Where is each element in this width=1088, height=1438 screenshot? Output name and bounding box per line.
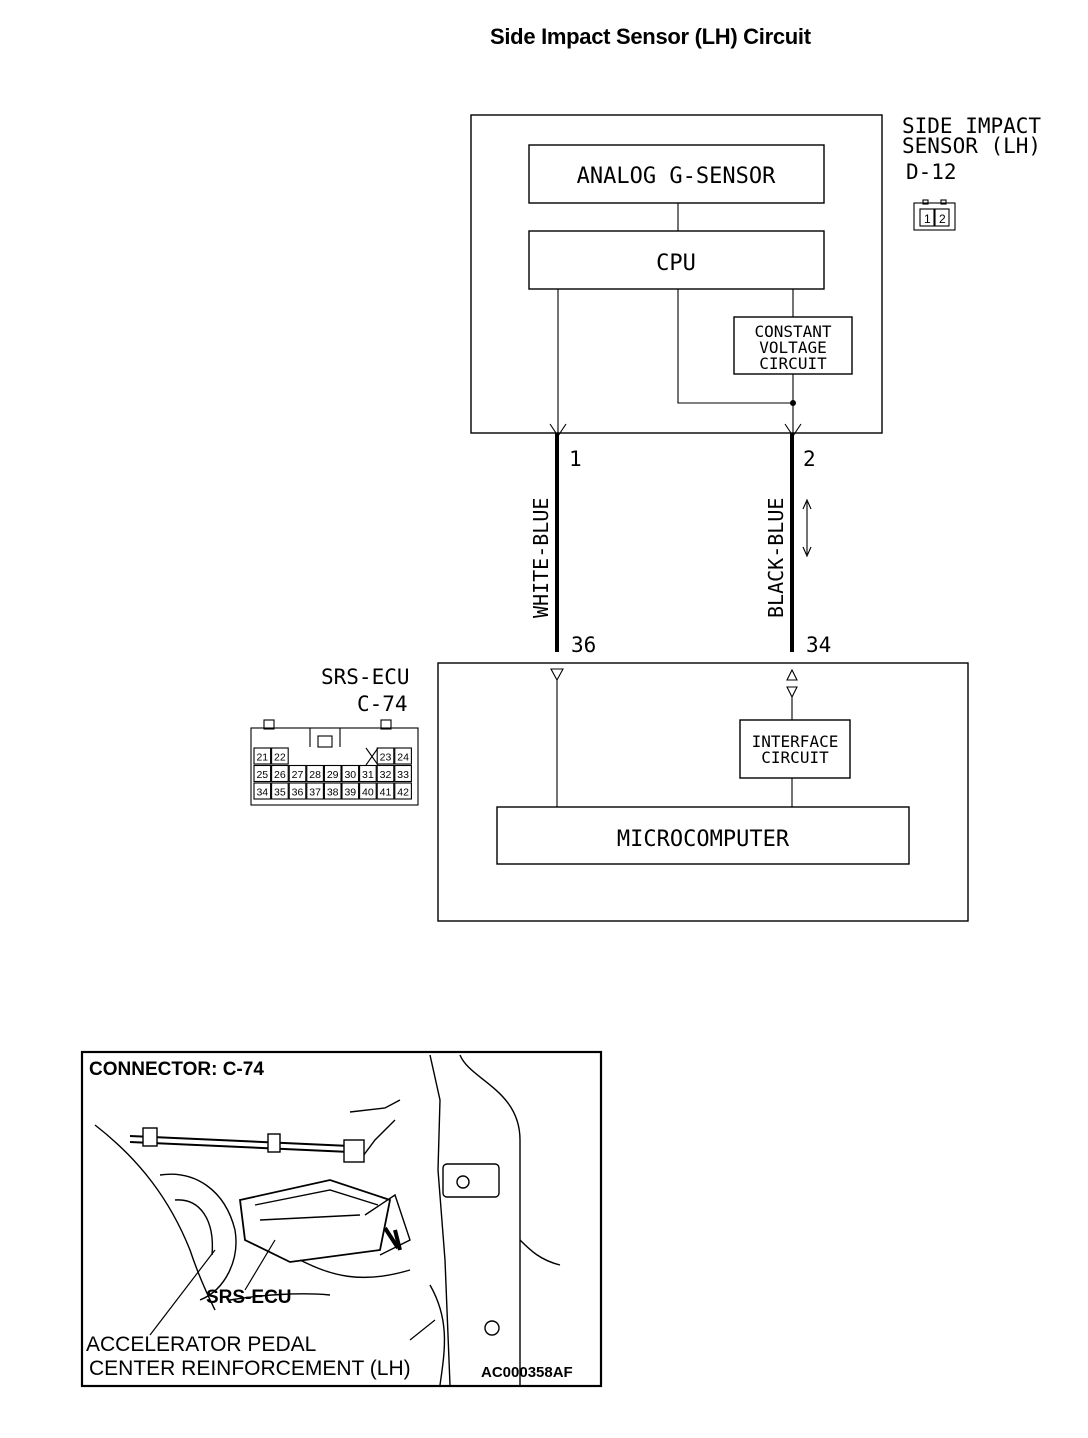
c74-pin-cell [394, 747, 412, 765]
c74-pin-cell [271, 747, 289, 765]
c74-pin-cell [376, 764, 395, 783]
c74-pin-number: 35 [274, 787, 286, 799]
c74-pin-cell [253, 782, 272, 800]
interface-circuit-block [739, 719, 851, 779]
c74-pin-cell [359, 782, 377, 800]
d12-connector-icon: 1 2 [913, 199, 956, 231]
c74-pin-number: 33 [397, 769, 409, 781]
ecu-name-label: SRS-ECU [321, 665, 410, 689]
photo-header: CONNECTOR: C-74 [89, 1059, 264, 1080]
sensor-pin-1-label: 1 [569, 447, 582, 471]
c74-pin-cell [288, 782, 307, 800]
c74-pin-number: 30 [344, 769, 356, 781]
bidirectional-arrow-icon [802, 498, 812, 558]
c74-pin-cell [306, 764, 324, 783]
c74-pin-cell [341, 764, 360, 783]
c74-pin-number: 22 [274, 752, 286, 764]
c74-connector-icon: 21 22 23 24 25 26 27 28 29 30 31 32 33 34 35 36 37 38 39 40… [250, 719, 419, 806]
ecu-pin-34-label: 34 [806, 633, 831, 657]
pin-34-marker-down [786, 686, 798, 699]
photo-label-srs-ecu: SRS-ECU [206, 1287, 292, 1308]
sensor-pin-2-label: 2 [803, 447, 816, 471]
photo-code: AC000358AF [481, 1364, 573, 1381]
pin-36-input-marker [550, 668, 564, 682]
sensor-name-line1: SIDE IMPACT [902, 114, 1041, 138]
c74-pin-cell [341, 782, 360, 800]
c74-pin-number: 32 [380, 769, 392, 781]
constant-voltage-line1: CONSTANT [754, 322, 831, 341]
srs-ecu-box [437, 662, 969, 922]
c74-pin-cell [306, 782, 324, 800]
c74-pin-cell [271, 782, 289, 800]
ecu-pin-36-label: 36 [571, 633, 596, 657]
c74-pin-number: 23 [380, 752, 392, 764]
c74-pin-number: 21 [256, 752, 268, 764]
c74-pin-number: 38 [327, 787, 339, 799]
c74-pin-cell [376, 747, 395, 765]
c74-pin-number: 36 [292, 787, 304, 799]
analog-g-sensor-label: ANALOG G-SENSOR [577, 164, 776, 189]
c74-pin-number: 29 [327, 769, 339, 781]
c74-pin-number: 27 [292, 769, 304, 781]
wire-color-black-blue: BLACK-BLUE [764, 498, 788, 618]
pin-34-marker-up [786, 668, 798, 681]
d12-pin-1: 1 [924, 212, 931, 226]
c74-pin-number: 39 [344, 787, 356, 799]
c74-pin-cell [271, 764, 289, 783]
photo-label-line1: ACCELERATOR PEDAL [86, 1333, 316, 1356]
c74-pin-number: 37 [309, 787, 321, 799]
ecu-connector-label: C-74 [357, 692, 408, 716]
c74-pin-number: 26 [274, 769, 286, 781]
c74-pin-number: 24 [397, 752, 409, 764]
c74-pin-cell [253, 747, 272, 765]
c74-pin-number: 40 [362, 787, 374, 799]
wire-color-white-blue: WHITE-BLUE [529, 498, 553, 618]
c74-pin-cell [394, 764, 412, 783]
interface-circuit-line2: CIRCUIT [761, 748, 829, 767]
c74-pin-cell [288, 764, 307, 783]
cpu-block [528, 230, 825, 290]
constant-voltage-line3: CIRCUIT [759, 354, 827, 373]
d12-pin-2: 2 [939, 212, 946, 226]
sensor-name-line2: SENSOR (LH) [902, 134, 1041, 158]
c74-pin-number: 34 [256, 787, 268, 799]
diagram-title: Side Impact Sensor (LH) Circuit [490, 24, 811, 49]
microcomputer-label: MICROCOMPUTER [617, 827, 790, 852]
c74-pin-number: 42 [397, 787, 409, 799]
c74-pin-number: 25 [256, 769, 268, 781]
connector-photo-frame [80, 1050, 603, 1388]
c74-pin-number: 41 [380, 787, 392, 799]
cpu-label: CPU [656, 251, 696, 276]
c74-pin-cell [394, 782, 412, 800]
microcomputer-block [496, 806, 910, 865]
c74-pin-number: 31 [362, 769, 374, 781]
c74-pin-number: 28 [309, 769, 321, 781]
photo-label-line2: CENTER REINFORCEMENT (LH) [89, 1357, 411, 1380]
interface-circuit-line1: INTERFACE [752, 732, 839, 751]
constant-voltage-line2: VOLTAGE [759, 338, 826, 357]
c74-pin-cell [253, 764, 272, 783]
analog-g-sensor-block [528, 144, 825, 204]
c74-pin-cell [376, 782, 395, 800]
sensor-connector-label: D-12 [906, 160, 957, 184]
connector-location-illustration [94, 1054, 561, 1386]
c74-pin-cell [359, 764, 377, 783]
c74-pin-cell [323, 764, 342, 783]
c74-pin-cell [323, 782, 342, 800]
side-impact-sensor-box [470, 114, 883, 434]
